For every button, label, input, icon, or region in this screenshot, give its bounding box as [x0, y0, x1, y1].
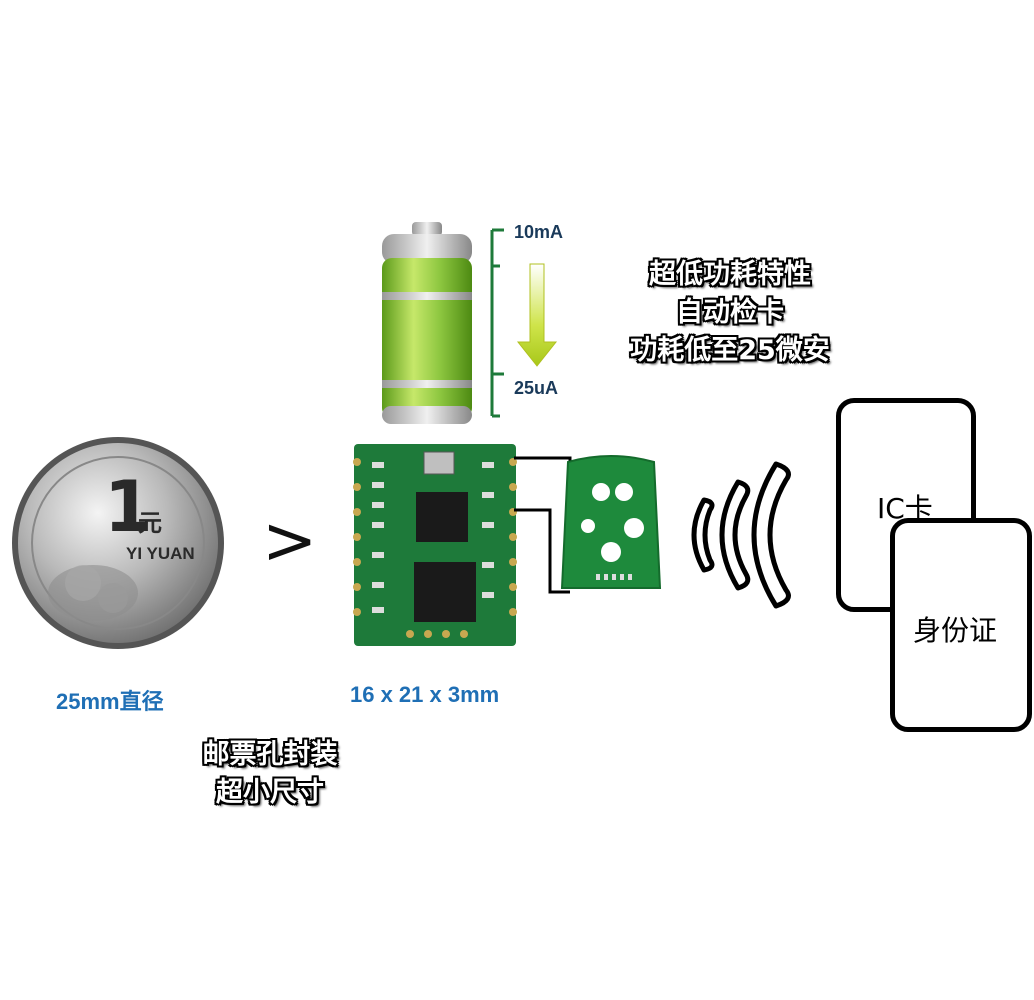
- feature-list: 超低功耗特性 自动检卡 功耗低至25微安: [600, 256, 860, 370]
- scale-bottom-label: 25uA: [514, 378, 559, 398]
- module-caption: 16 x 21 x 3mm: [350, 682, 500, 707]
- coin-numeral: 1: [104, 466, 153, 548]
- feature-item: 功耗低至25微安: [630, 335, 830, 366]
- coin-char: 元: [138, 509, 162, 537]
- rf-wave-icon: [691, 461, 791, 609]
- current-scale: [490, 228, 558, 418]
- id-card-label: 身份证: [913, 614, 998, 647]
- package-notes: 邮票孔封装 超小尺寸: [170, 736, 370, 812]
- coin-caption: 25mm直径: [56, 689, 164, 714]
- coin-text: YI YUAN: [126, 544, 195, 563]
- comparison-symbol: >: [262, 502, 318, 579]
- id-card: 身份证: [890, 518, 1032, 732]
- reader-module-pcb: [353, 444, 517, 646]
- feature-item: 超低功耗特性: [649, 259, 811, 290]
- coin-image: 1 元 YI YUAN: [12, 437, 224, 649]
- scale-top-label: 10mA: [514, 222, 564, 242]
- package-note: 邮票孔封装: [202, 739, 338, 770]
- feature-item: 自动检卡: [676, 297, 784, 328]
- battery-icon: [382, 222, 472, 424]
- package-note: 超小尺寸: [216, 777, 324, 808]
- antenna-pcb: [560, 455, 662, 589]
